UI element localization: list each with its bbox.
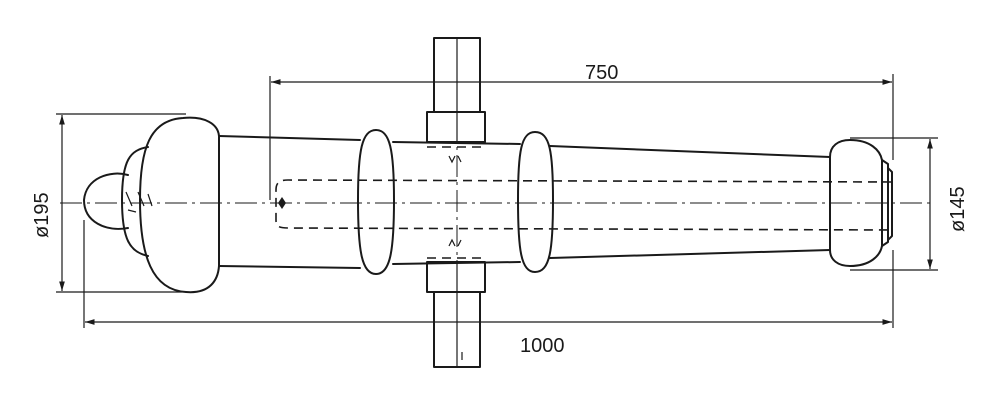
ring-right [517, 131, 554, 273]
cascabel-knob [83, 172, 129, 230]
trunnion-marks [448, 155, 462, 247]
barrel-chase [549, 145, 831, 259]
barrel-body [218, 135, 361, 269]
dim-d145: ø145 [850, 137, 969, 271]
dim-1000-label: 1000 [520, 335, 565, 357]
vent-marks [125, 191, 153, 213]
trunnion-top [426, 37, 486, 143]
muzzle-face [881, 159, 893, 247]
bore-outline [275, 179, 893, 231]
dim-750-label: 750 [585, 62, 618, 84]
dim-d195: ø195 [31, 113, 186, 293]
ring-left [357, 129, 395, 275]
dim-d145-label: ø145 [947, 186, 969, 232]
bore-bottom-marker [278, 197, 286, 209]
dim-750: 750 [269, 62, 894, 200]
trunnion-bottom [426, 261, 486, 368]
dim-d195-label: ø195 [31, 192, 53, 238]
cascabel-base [121, 146, 149, 257]
breech-bulb [139, 116, 220, 294]
dim-1000: 1000 [83, 220, 894, 357]
